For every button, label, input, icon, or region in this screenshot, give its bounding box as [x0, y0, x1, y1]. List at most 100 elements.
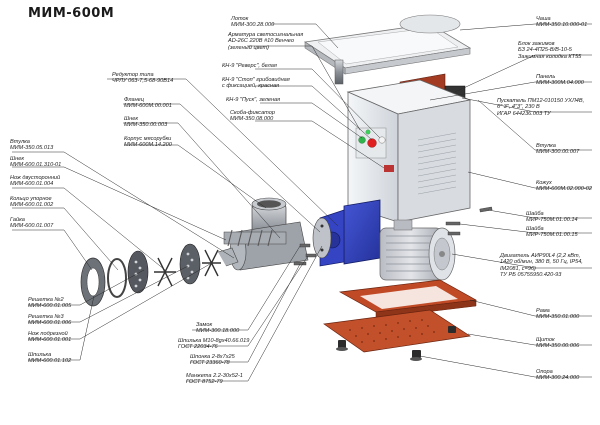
callout-panel-code: МИМ-300М.04.000: [536, 80, 584, 87]
callout-panel: Панель МИМ-300М.04.000: [536, 74, 584, 87]
callout-shnek: Шнек МИМ-350.00.003: [124, 116, 167, 129]
callout-nozh-podr: Нож подрезной МИМ-600.01.001: [28, 331, 71, 344]
bolts: [293, 206, 493, 266]
callout-reduktor-name: Редуктор типа: [112, 72, 154, 78]
callout-flanec-name: Фланец: [124, 97, 144, 103]
callout-manzheta: Манжета 2.2-30х52-1 ГОСТ 8752-79: [186, 373, 243, 386]
callout-skoba-code: МИМ-350.08.000: [230, 116, 274, 123]
callout-chasha-code: МИМ-350.10.000-01: [536, 22, 588, 29]
callout-kozhuh: Кожух МИМ-600М.02.000-02: [536, 180, 592, 193]
callout-blok-note: Зажимная колодка КТ55: [518, 53, 582, 60]
callout-skoba: Скоба-фиксатор МИМ-350.08.000: [230, 110, 275, 123]
callout-zamok: Замок МИМ-300.18.000: [196, 322, 239, 335]
callout-shpilka-l-name: Шпилька: [28, 352, 52, 358]
callout-zamok-code: МИМ-300.18.000: [196, 328, 240, 335]
callout-dvig-spec: 1420 об/мин, 380 В, 50 Гц, IP54,: [500, 259, 583, 266]
callout-kn-pusk: КН-9 "Пуск", зеленая: [226, 97, 280, 103]
callout-opora: Опора МИМ-300.24.000: [536, 369, 579, 382]
callout-rama: Рама МИМ-350.01.000: [536, 308, 579, 321]
callout-vtulka-r-name: Втулка: [536, 143, 556, 149]
callout-shayba2-code: МИР-750М.01.00.15: [526, 232, 578, 239]
callout-lotok-name: Лоток: [231, 16, 249, 22]
callout-shpilka: Шпилька М10-8gх40.66.019 ГОСТ 22034-76: [178, 338, 249, 351]
callout-shnek2-name: Шнек: [10, 156, 24, 162]
callout-reduktor-code: ЧРЛУ 063-7,5-68-90В14: [112, 78, 174, 85]
frame-rama: [338, 279, 478, 319]
callout-shnek-code: МИМ-350.00.003: [124, 122, 168, 129]
callout-reshetka2-code: МИМ-600.01.005: [28, 303, 72, 310]
callout-skoba-name: Скоба-фиксатор: [230, 110, 276, 116]
callout-manzheta-code: ГОСТ 8752-79: [186, 379, 223, 386]
callout-chasha: Чаша МИМ-350.10.000-01: [536, 16, 587, 29]
callout-shpilka-code: ГОСТ 22034-76: [178, 344, 218, 351]
tray: [303, 23, 472, 85]
callout-kn-pusk-name: КН-9 "Пуск", зеленая: [226, 97, 281, 103]
callout-kozhuh-name: Кожух: [536, 180, 552, 186]
callout-nozh2: Нож двусторонний МИМ-600.01.004: [10, 175, 60, 188]
callout-lotok-code: МИМ-300.28.000: [231, 22, 275, 29]
callout-gayka-name: Гайка: [10, 217, 25, 223]
callout-kolco: Кольцо упорное МИМ-600.01.002: [10, 196, 53, 209]
callout-shayba2-name: Шайба: [526, 226, 544, 232]
shield-shitok: [323, 309, 471, 353]
callout-armatura: Арматура светосигнальная AD-26C 220В #10…: [228, 32, 303, 51]
callout-vtulka-r: Втулка МИМ-300.00.007: [536, 143, 579, 156]
callout-lotok: Лоток МИМ-300.28.000: [231, 16, 274, 29]
callout-shitok-code: МИМ-350.00.006: [536, 343, 580, 350]
callout-kn-revers-name: КН-9 "Реверс", белая: [222, 63, 277, 69]
callout-rama-code: МИМ-350.01.000: [536, 314, 580, 321]
callout-opora-name: Опора: [536, 369, 553, 375]
callout-shponka-name: Шпонка 2-8х7х25: [190, 354, 235, 360]
callout-shnek-name: Шнек: [124, 116, 138, 122]
callout-reshetka2-name: Решетка №2: [28, 297, 64, 303]
callout-kolco-code: МИМ-600.01.002: [10, 202, 54, 209]
callout-korpus-code: МИМ-600М.14.200: [124, 142, 172, 149]
callout-korpus: Корпус мясорубки МИМ-600М.14.200: [124, 136, 172, 149]
callout-blok-name: Блок зажимов: [518, 41, 555, 47]
callout-shitok-name: Щиток: [536, 337, 555, 343]
callout-manzheta-name: Манжета 2.2-30х52-1: [186, 373, 243, 379]
callout-nozh2-name: Нож двусторонний: [10, 175, 61, 181]
callout-shitok: Щиток МИМ-350.00.006: [536, 337, 579, 350]
auger-screw: [223, 229, 287, 247]
callout-flanec: Фланец МИМ-600М.00.001: [124, 97, 172, 110]
callout-reshetka3-name: Решетка №3: [28, 314, 64, 320]
callout-korpus-name: Корпус мясорубки: [124, 136, 172, 142]
feet-opora: [336, 326, 456, 361]
callout-vtulka-l-code: МИМ-350.05.013: [10, 145, 54, 152]
flange: [312, 217, 332, 259]
page-title: МИМ-600М: [28, 6, 115, 21]
callout-zamok-name: Замок: [196, 322, 213, 328]
callout-blok-code: БЗ 24-4П25-В/В-10-5: [518, 47, 572, 54]
callout-puskatel: Пускатель ПМ12-010150 УХЛ4В, 6" 3", 4"3"…: [497, 98, 584, 117]
callout-dvig-tu: ТУ РБ 05755950.420-93: [500, 272, 562, 279]
callout-vtulka-l-name: Втулка: [10, 139, 30, 145]
callout-dvig-mount: IM2081, с=96): [500, 265, 536, 272]
callout-rama-name: Рама: [536, 308, 550, 314]
callout-shpilka-l: Шпилька МИМ-600.01.102: [28, 352, 71, 365]
main-housing: [346, 79, 472, 223]
callout-shpilka-name: Шпилька М10-8gх40.66.019: [178, 338, 250, 344]
callout-shponka: Шпонка 2-8х7х25 ГОСТ 23360-78: [190, 354, 235, 367]
callout-nozh-podr-name: Нож подрезной: [28, 331, 68, 337]
callout-reshetka2: Решетка №2 МИМ-600.01.005: [28, 297, 71, 310]
callout-nozh-podr-code: МИМ-600.01.001: [28, 337, 72, 344]
callout-shnek2: Шнек МИМ-600.01.310-01: [10, 156, 61, 169]
callout-puskatel-code: 6" 3", 4"3", 230 В: [497, 104, 540, 111]
callout-dvig: Двигатель АИР90L4 (2,2 кВт, 1420 об/мин,…: [500, 253, 583, 279]
cutting-set: [80, 243, 239, 307]
callout-vtulka-l: Втулка МИМ-350.05.013: [10, 139, 53, 152]
callout-reduktor: Редуктор типа ЧРЛУ 063-7,5-68-90В14: [112, 72, 173, 85]
callout-shayba1-name: Шайба: [526, 211, 544, 217]
callout-kn-stop: КН-9 "Стоп" грибовидная с фиксацией, кра…: [222, 77, 290, 90]
callout-chasha-name: Чаша: [536, 16, 551, 22]
callout-shayba1: Шайба МИР-750М.01.00.14: [526, 211, 578, 224]
callout-puskatel-name: Пускатель ПМ12-010150 УХЛ4В,: [497, 98, 585, 104]
callout-shayba2: Шайба МИР-750М.01.00.15: [526, 226, 578, 239]
callout-armatura-name: Арматура светосигнальная: [228, 32, 304, 38]
callout-shponka-code: ГОСТ 23360-78: [190, 360, 230, 367]
callout-vtulka-r-code: МИМ-300.00.007: [536, 149, 580, 156]
callout-flanec-code: МИМ-600М.00.001: [124, 103, 172, 110]
